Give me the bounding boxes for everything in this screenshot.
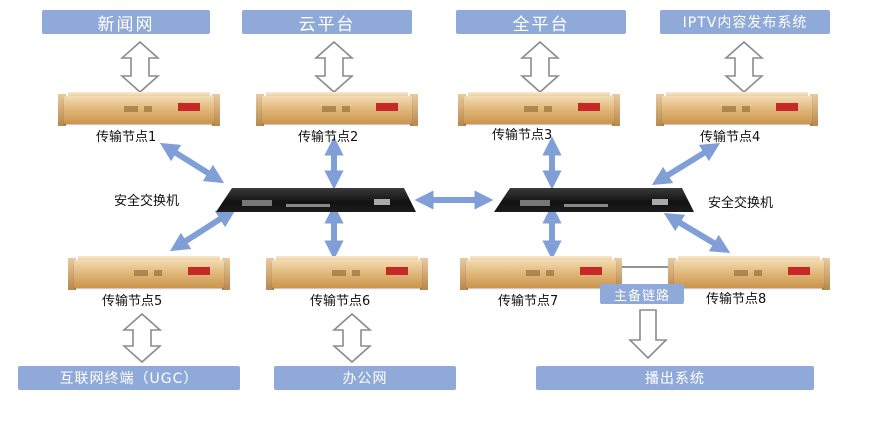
node-label-7: 传输节点7	[498, 294, 559, 309]
box-broadcast-system: 播出系统	[536, 366, 814, 390]
red-badge-icon	[178, 103, 200, 111]
box-internet-terminal-ugc: 互联网终端（UGC）	[18, 366, 240, 390]
hollow-arrow-news	[119, 40, 161, 94]
box-iptv-system: IPTV内容发布系统	[660, 10, 830, 34]
box-news: 新闻网	[42, 10, 210, 35]
red-badge-icon	[788, 267, 810, 275]
node-label-4: 传输节点4	[700, 130, 761, 145]
transmission-node-2	[256, 92, 418, 130]
red-badge-icon	[580, 267, 602, 275]
node-label-6: 传输节点6	[310, 294, 371, 309]
switch-label-2: 安全交换机	[708, 196, 774, 211]
box-office-network: 办公网	[274, 366, 456, 390]
security-switch-1	[216, 188, 416, 212]
blue-arrow-node1-switch1	[159, 142, 225, 184]
node-label-1: 传输节点1	[96, 130, 157, 145]
node-label-8: 传输节点8	[706, 292, 767, 307]
hollow-arrow-cloud	[313, 40, 355, 94]
transmission-node-8	[668, 256, 830, 294]
blue-arrow-node5-switch1	[169, 208, 237, 252]
hollow-down-arrow-broadcast	[628, 309, 668, 360]
box-cloud-platform: 云平台	[242, 10, 412, 35]
red-badge-icon	[376, 103, 398, 111]
red-badge-icon	[188, 267, 210, 275]
blue-arrow-node4-switch2	[651, 142, 721, 186]
hollow-arrow-all-platform	[519, 40, 561, 94]
transmission-node-1	[58, 92, 220, 130]
backup-link-label: 主备链路	[600, 284, 684, 304]
node-label-2: 传输节点2	[298, 130, 359, 145]
hollow-arrow-ugc	[121, 312, 163, 364]
box-all-platform: 全平台	[456, 10, 626, 35]
red-badge-icon	[386, 267, 408, 275]
hollow-arrow-iptv	[723, 40, 765, 94]
red-badge-icon	[578, 103, 600, 111]
node-label-3: 传输节点3	[492, 128, 553, 143]
hollow-arrow-office	[331, 312, 373, 364]
switch-label-1: 安全交换机	[114, 194, 180, 209]
transmission-node-4	[656, 92, 818, 130]
transmission-node-7	[460, 256, 622, 294]
transmission-node-5	[68, 256, 230, 294]
node-label-5: 传输节点5	[102, 294, 163, 309]
transmission-node-3	[458, 92, 620, 130]
red-badge-icon	[776, 103, 798, 111]
transmission-node-6	[266, 256, 428, 294]
security-switch-2	[494, 188, 694, 212]
blue-arrow-node8-switch2	[663, 213, 731, 253]
